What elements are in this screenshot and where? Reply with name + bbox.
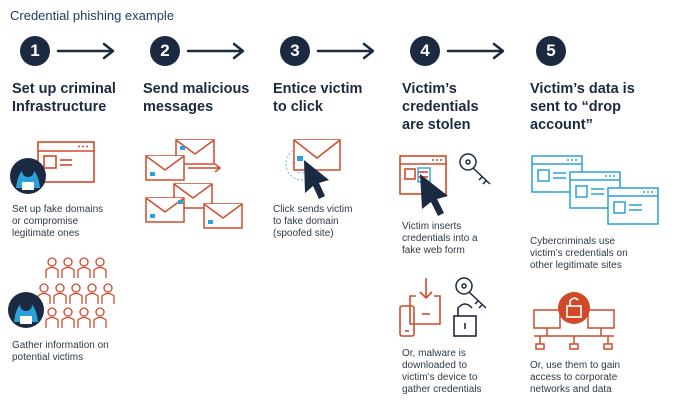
arrow-right-icon [56, 42, 115, 60]
person-icon [45, 257, 59, 278]
person-icon [93, 307, 107, 328]
hacker-fake-site-icon [10, 141, 95, 194]
email-icon [145, 155, 185, 181]
diagram-title: Credential phishing example [10, 8, 175, 23]
arrow-right-icon [446, 42, 505, 60]
person-icon [61, 307, 75, 328]
person-icon [85, 283, 99, 304]
person-icon [101, 283, 115, 304]
cursor-icon [420, 174, 448, 216]
person-icon [77, 307, 91, 328]
click-email-icon [285, 139, 341, 199]
step-5-number: 5 [536, 36, 566, 66]
lock-icon [453, 303, 477, 337]
step-1-number: 1 [20, 36, 50, 66]
person-icon [77, 257, 91, 278]
email-icon [203, 203, 243, 229]
person-icon [45, 307, 59, 328]
arrow-right-icon [186, 42, 245, 60]
cursor-icon [304, 160, 329, 199]
step-4-number: 4 [410, 36, 440, 66]
person-icon [93, 257, 107, 278]
person-icon [61, 257, 75, 278]
step-3-number: 3 [280, 36, 310, 66]
browser-window-icon [607, 187, 659, 225]
arrow-right-icon [316, 42, 375, 60]
corporate-network-icon [533, 292, 615, 350]
fake-web-form-icon [399, 153, 491, 216]
person-icon [53, 283, 67, 304]
key-icon [455, 277, 487, 309]
potential-victims-icon [8, 257, 115, 328]
email-icon [175, 139, 215, 165]
download-arrow-icon [419, 278, 433, 300]
unlock-icon [566, 297, 582, 318]
malicious-emails-icon [145, 139, 243, 229]
network-icon [533, 309, 615, 350]
key-icon [459, 153, 491, 185]
person-icon [69, 283, 83, 304]
email-icon [293, 139, 341, 171]
person-icon [37, 283, 51, 304]
step-2-number: 2 [150, 36, 180, 66]
malware-download-icon [399, 277, 487, 337]
email-icon [145, 197, 185, 223]
legitimate-sites-icon [531, 155, 659, 225]
